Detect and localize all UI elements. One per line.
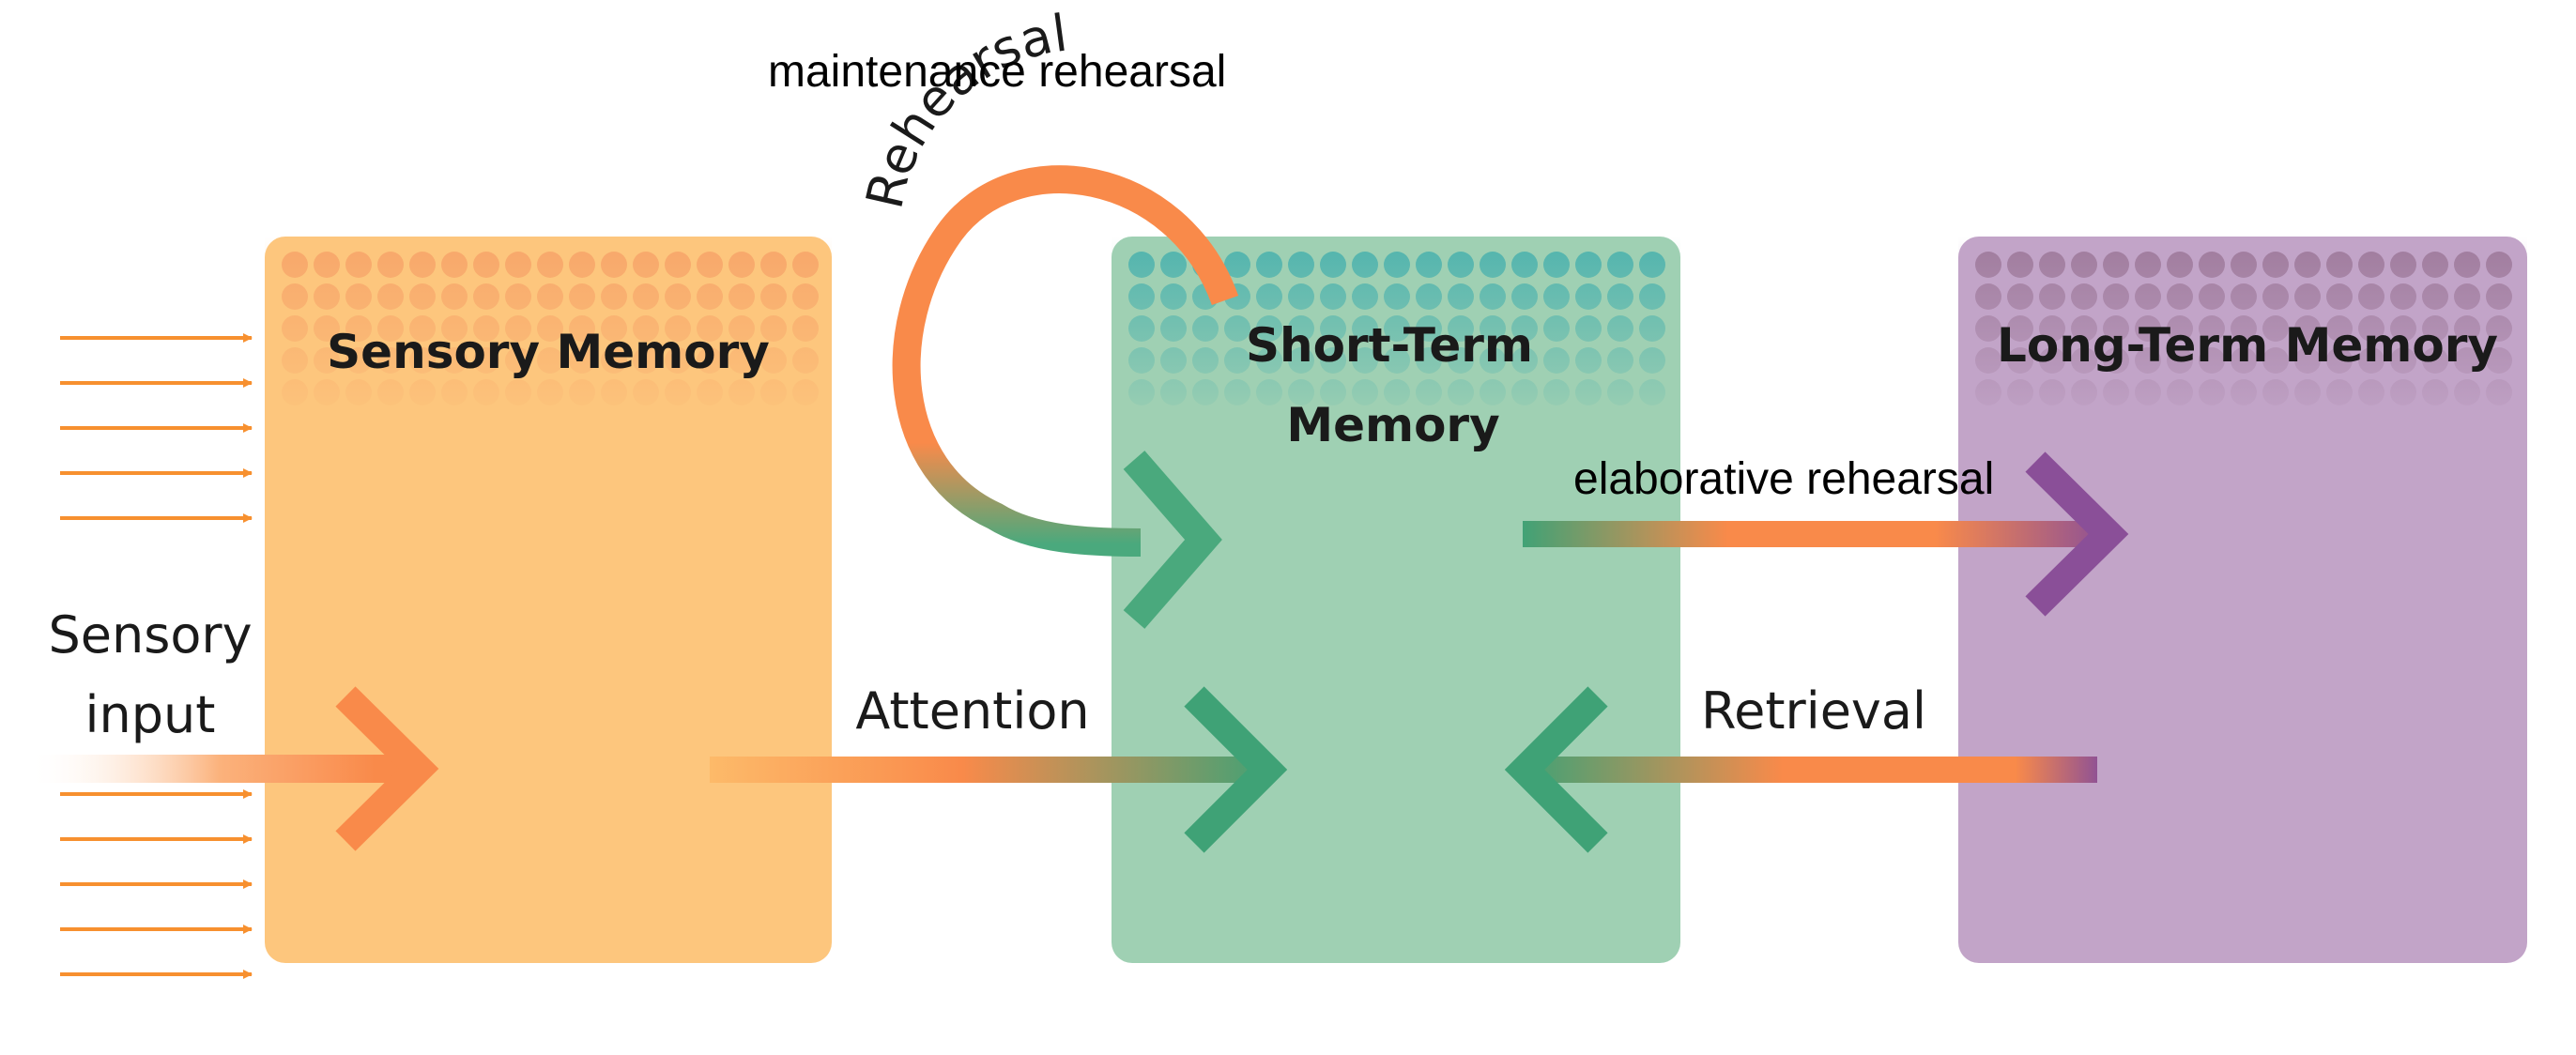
rehearsal-loop-arrowhead	[1123, 451, 1222, 629]
retrieval-arrow	[1504, 686, 2097, 853]
sensory-input-arrowhead	[335, 686, 439, 851]
elaborative-rehearsal-label: elaborative rehearsal	[1573, 454, 1994, 504]
retrieval-shaft	[1540, 757, 2097, 783]
stimulus-arrows	[60, 333, 253, 979]
rehearsal-loop-arrow	[892, 165, 1239, 629]
sensory-memory-dot-fade	[265, 237, 832, 429]
retrieval-arrowhead	[1504, 686, 1608, 853]
elaborative-shaft	[1523, 521, 2095, 547]
attention-label: Attention	[855, 681, 1089, 741]
short-term-memory-title-line1: Short-Term	[1246, 318, 1533, 373]
sensory-input-label-line2: input	[85, 685, 216, 744]
sensory-input-label-line1: Sensory	[48, 605, 252, 665]
maintenance-rehearsal-label: maintenance rehearsal	[768, 47, 1226, 97]
attention-arrowhead	[1184, 686, 1288, 853]
short-term-memory-title-line2: Memory	[1286, 398, 1499, 452]
elaborative-rehearsal-arrow	[1523, 451, 2129, 617]
rehearsal-loop-path	[892, 165, 1239, 557]
sensory-memory-box: Sensory Memory	[265, 237, 832, 963]
sensory-input-arrow	[28, 686, 439, 851]
retrieval-label: Retrieval	[1701, 681, 1926, 741]
attention-arrow	[710, 686, 1288, 853]
long-term-memory-box: Long-Term Memory	[1958, 237, 2527, 963]
long-term-memory-dot-fade	[1958, 237, 2527, 429]
sensory-input-shaft	[28, 755, 404, 783]
sensory-memory-title: Sensory Memory	[327, 325, 770, 379]
elaborative-arrowhead	[2025, 451, 2129, 617]
short-term-memory-box: Short-Term Memory	[1112, 237, 1680, 963]
attention-shaft	[710, 757, 1254, 783]
long-term-memory-title: Long-Term Memory	[1997, 318, 2498, 373]
